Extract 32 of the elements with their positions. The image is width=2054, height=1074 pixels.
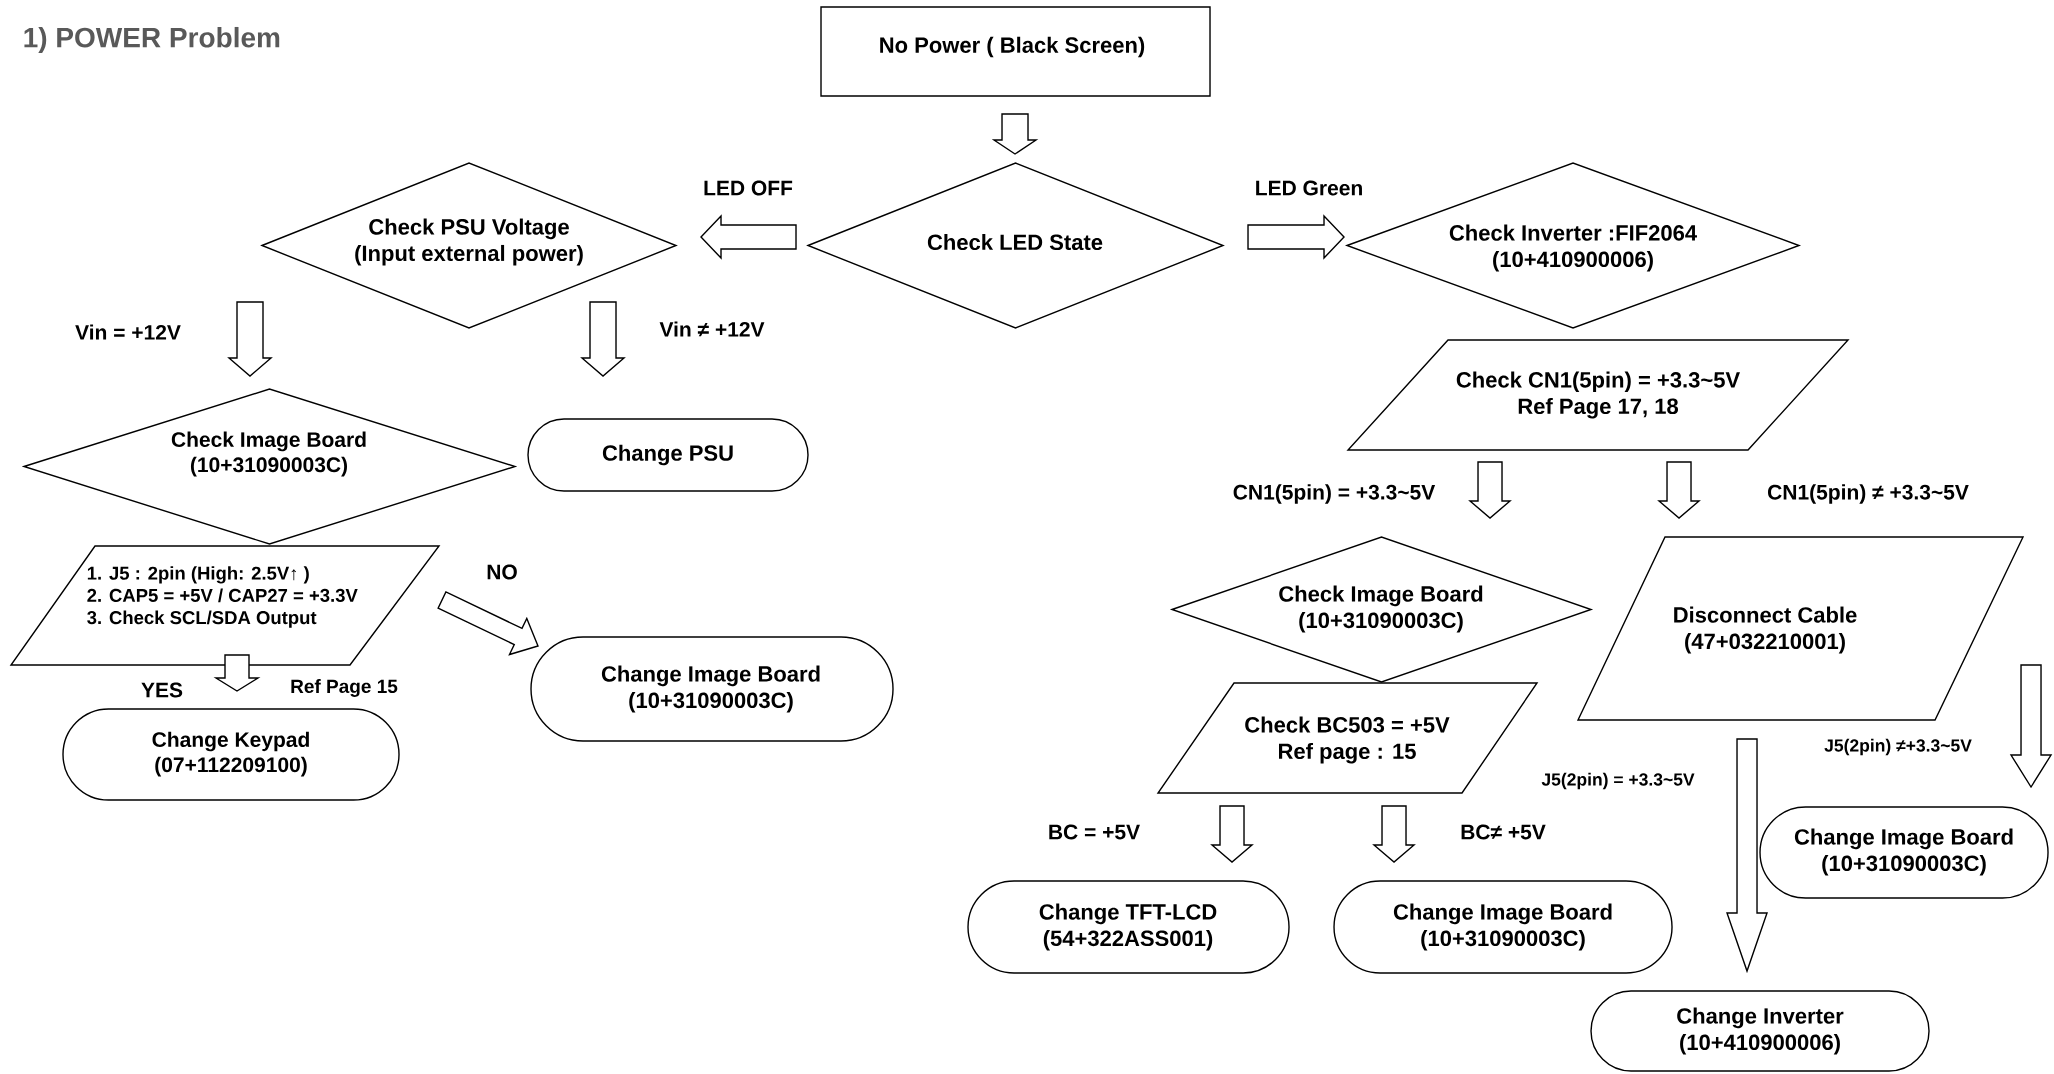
edge-label: NO — [485, 563, 519, 581]
edge-label: J5(2pin) ≠+3.3~5V — [1823, 737, 1973, 757]
block-arrow — [1726, 738, 1768, 974]
process-box: No Power ( Black Screen) — [820, 6, 1211, 97]
note: Ref Page 15 — [291, 679, 398, 697]
block-arrow — [1372, 805, 1416, 863]
terminal-box: Change Image Board (10+31090003C) — [1333, 880, 1673, 974]
edge-label: YES — [140, 681, 184, 699]
edge-label: LED OFF — [702, 179, 794, 197]
edge-label: Vin = +12V — [74, 323, 182, 341]
terminal-box: Change Keypad (07+112209100) — [62, 708, 400, 801]
edge-label: CN1(5pin) ≠ +3.3~5V — [1766, 483, 1970, 505]
edge-label: J5(2pin) = +3.3~5V — [1540, 771, 1696, 791]
block-arrow — [1247, 214, 1345, 260]
edge-label: BC = +5V — [1046, 823, 1142, 841]
block-arrow — [1210, 805, 1254, 863]
terminal-box: Change TFT-LCD (54+322ASS001) — [967, 880, 1290, 974]
block-arrow — [700, 214, 797, 260]
block-arrow — [213, 654, 261, 692]
terminal-box: Change Image Board (10+31090003C) — [530, 636, 894, 742]
terminal-box: Change Image Board (10+31090003C) — [1759, 806, 2049, 899]
edge-label: CN1(5pin) = +3.3~5V — [1231, 483, 1437, 505]
terminal-box: Change PSU — [527, 418, 809, 492]
block-arrow — [2009, 664, 2053, 789]
block-arrow — [1657, 461, 1701, 519]
block-arrow — [227, 301, 273, 377]
block-arrow — [580, 301, 626, 377]
terminal-box: Change Inverter (10+410900006) — [1590, 990, 1930, 1072]
edge-label: BC≠ +5V — [1459, 823, 1547, 841]
block-arrow — [991, 113, 1039, 155]
block-arrow — [1468, 461, 1512, 519]
title: 1) POWER Problem — [24, 26, 280, 54]
